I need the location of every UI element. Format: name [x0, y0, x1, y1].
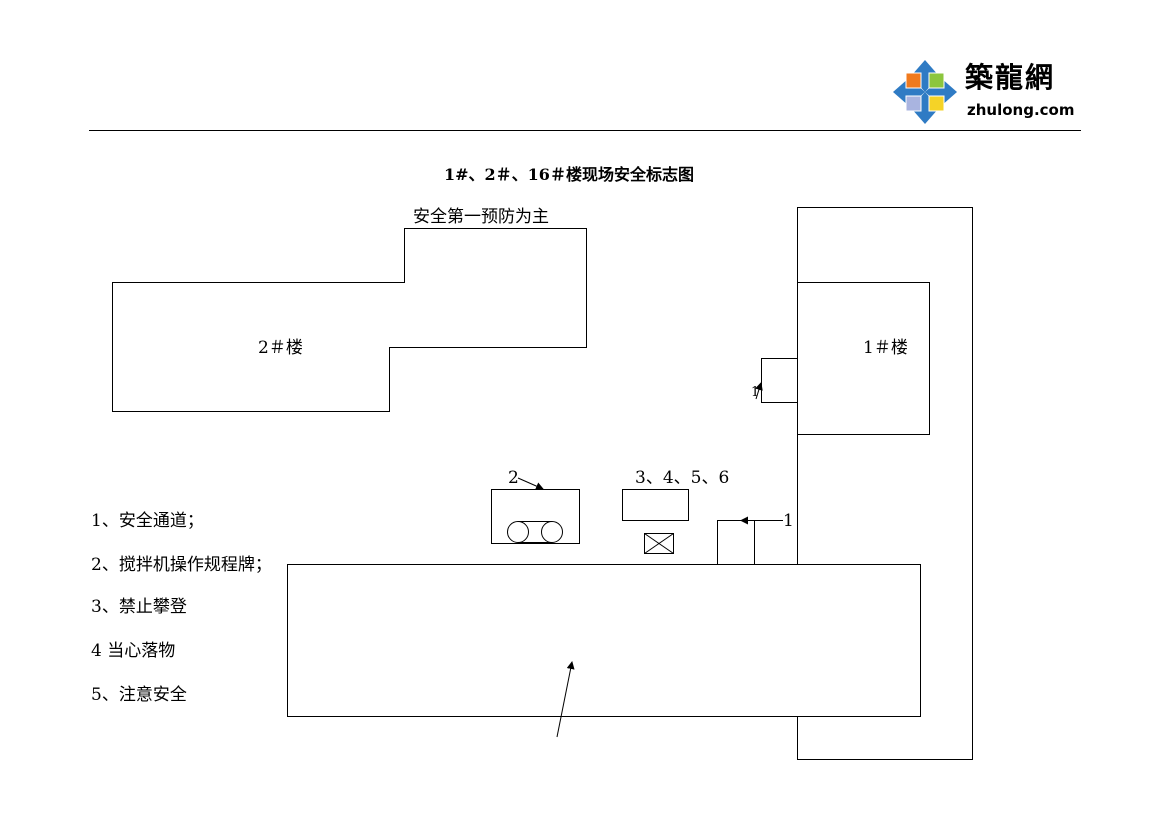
marker-1-small: 1 — [751, 385, 760, 400]
legend-item-5: 5、注意安全 — [91, 685, 187, 705]
marker-2: 2 — [508, 468, 519, 488]
envelope-diag-2 — [644, 533, 674, 554]
zhulong-logo: 築龍網 zhulong.com — [891, 58, 1081, 126]
marker-1: 1 — [783, 511, 794, 531]
building-1-label: 1＃楼 — [863, 338, 908, 358]
logo-english-text: zhulong.com — [967, 101, 1075, 119]
logo-emblem-icon — [893, 60, 957, 124]
building-16-outline — [797, 207, 973, 760]
main-entrance-arrow — [556, 661, 575, 738]
legend-item-1: 1、安全通道； — [91, 511, 204, 531]
mixer-box — [491, 489, 580, 544]
mixer-arrow — [517, 477, 544, 490]
safety-passage — [717, 520, 755, 564]
sign-envelope-box — [644, 533, 674, 554]
building-1-outline — [797, 282, 930, 435]
marker-3456: 3、4、5、6 — [635, 468, 730, 488]
building-1-entrance — [761, 358, 798, 403]
mixer-wheel-left — [507, 521, 529, 543]
diagram-title: 1#、2＃、16＃楼现场安全标志图 — [444, 165, 694, 184]
sign-board-3456 — [622, 489, 689, 521]
legend-item-2: 2、搅拌机操作规程牌； — [91, 555, 272, 575]
logo-chinese-text: 築龍網 — [965, 61, 1056, 94]
mixer-wheel-right — [541, 521, 563, 543]
legend-item-4: 4 当心落物 — [91, 641, 176, 661]
entrance-arrow-1 — [755, 382, 763, 400]
building-2-label: 2＃楼 — [258, 338, 303, 358]
building-2-outline — [112, 228, 587, 412]
sign-safety-first: 安全第一预防为主 — [413, 207, 549, 227]
legend-item-3: 3、禁止攀登 — [91, 597, 187, 617]
building-16-main-block — [287, 564, 921, 717]
